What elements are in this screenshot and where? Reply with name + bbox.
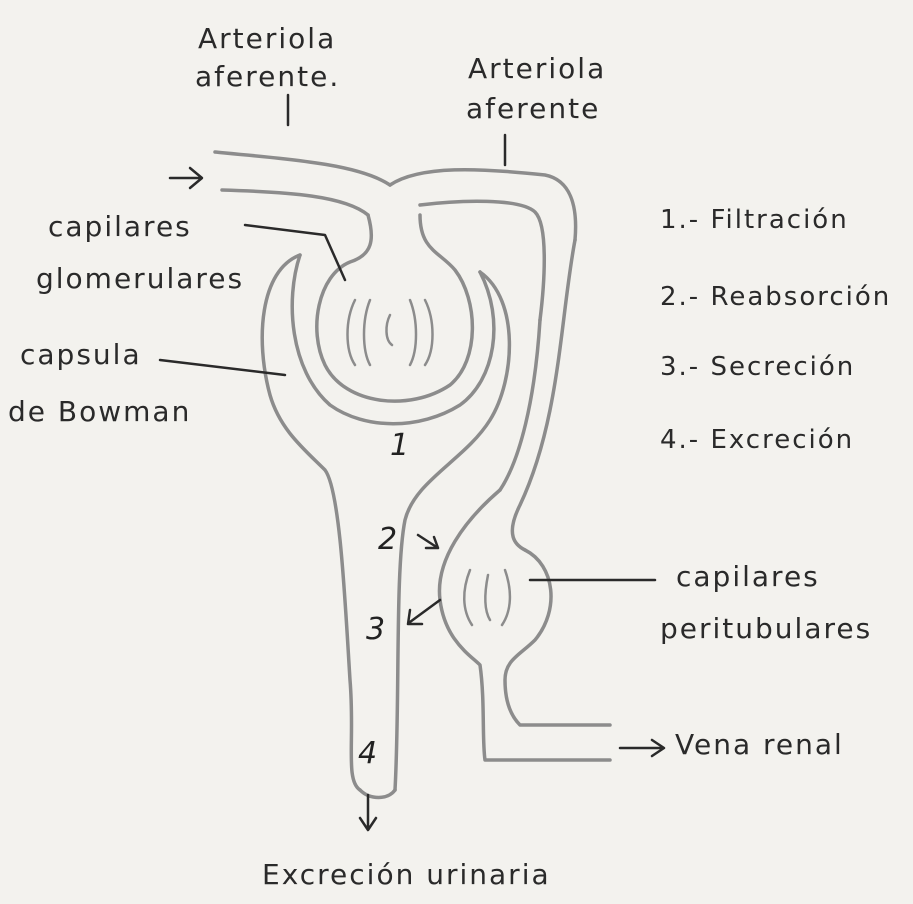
bowman-inner [292,255,494,424]
glom-curl-5 [425,300,433,365]
label-de-bowman: de Bowman [8,395,191,428]
tubule-bottom [360,790,395,798]
label-capsula: capsula [20,338,142,371]
arrow-secretion [408,600,440,624]
bowman-outer [262,255,360,790]
afferent-arteriole-bottom [222,190,368,215]
label-capilares-glomerulares-1: capilares [48,210,192,243]
label-capilares-peritubulares-1: capilares [676,560,820,593]
label-aferente-2: aferente [466,92,600,125]
arteriole-arch [390,170,576,240]
legend-item-4: 4.- Excreción [660,425,854,455]
glom-curl-4 [410,300,416,365]
peri-curl-2 [485,575,490,620]
peritubular-bulb-right [505,550,610,725]
glom-curl-1 [348,300,356,365]
label-excrecion-urinaria: Excreción urinaria [262,858,551,891]
label-vena-renal: Vena renal [675,728,844,761]
label-capilares-peritubulares-2: peritubulares [660,612,872,645]
step-number-2: 2 [378,522,397,557]
efferent-inner [420,201,544,320]
legend-item-2: 2.- Reabsorción [660,282,891,312]
peri-curl-3 [502,570,510,625]
step-number-1: 1 [390,428,409,463]
legend-item-3: 3.- Secreción [660,352,855,382]
glom-curl-2 [364,300,370,365]
glomerulus-outer [317,215,473,401]
peri-curl-1 [464,570,472,625]
arrow-reabsorption [418,535,438,548]
efferent-down-right [500,320,540,490]
label-arteriola-2: Arteriola [468,52,606,85]
glom-curl-3 [386,315,392,345]
label-capilares-glomerulares-2: glomerulares [36,262,244,295]
legend-item-1: 1.- Filtración [660,205,849,235]
label-aferente-1: aferente. [195,60,340,93]
arrow-vena [620,740,664,756]
arrow-excretion [360,795,376,830]
label-arteriola-1: Arteriola [198,22,336,55]
arrow-in [170,168,202,188]
pointer-bowman [160,360,285,375]
afferent-arteriole-top [215,152,390,185]
step-number-4: 4 [358,736,377,771]
peritubular-bulb [439,490,610,760]
step-number-3: 3 [366,612,385,647]
